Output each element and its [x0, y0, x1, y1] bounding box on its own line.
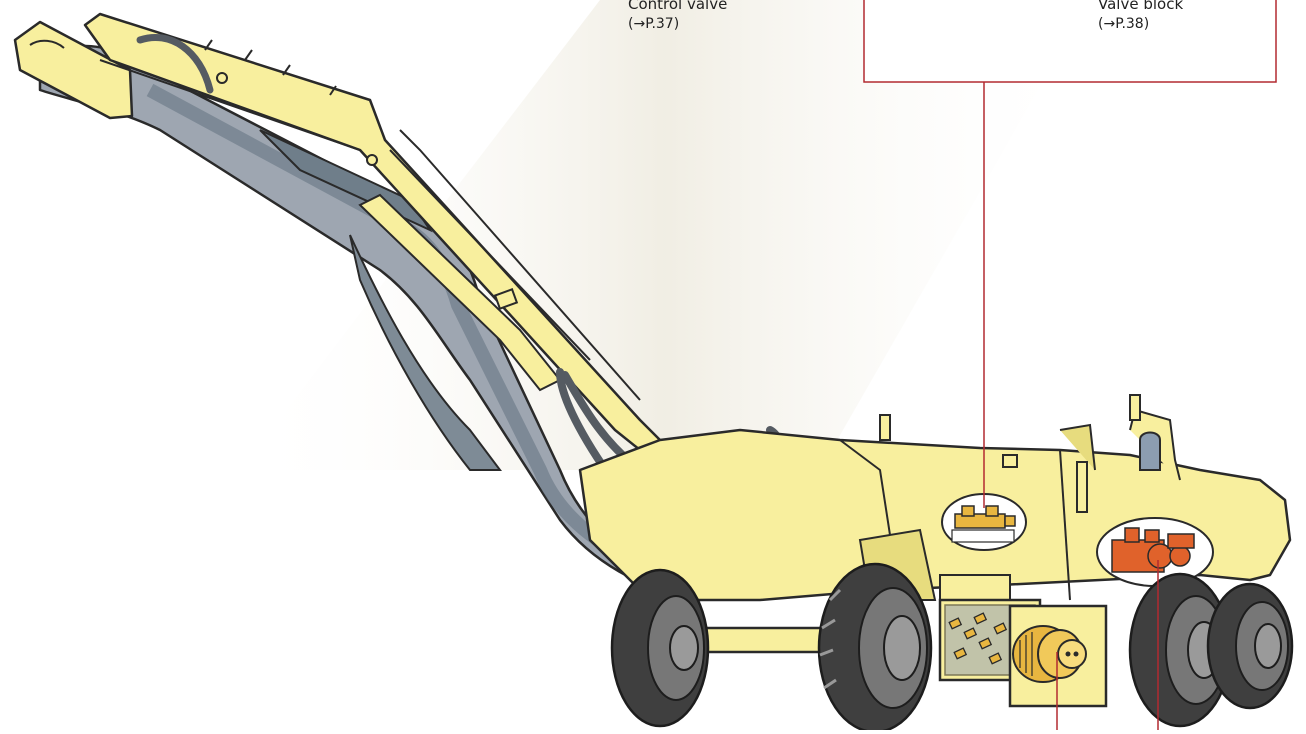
- valve-block-part: [1096, 517, 1214, 587]
- valve-block-page-ref[interactable]: (→P.38): [1098, 16, 1150, 32]
- control-valve-name: Control valve: [628, 0, 728, 13]
- wheel-rear-2: [1206, 582, 1294, 710]
- control-valve-label: Control valve (→P.37): [628, 0, 727, 34]
- callout-box: [863, 0, 1277, 83]
- wheel-front-left: [610, 568, 710, 728]
- valve-block-name: Valve block: [1098, 0, 1184, 13]
- valve-block-label: Valve block (→P.38): [1098, 0, 1183, 34]
- control-valve-part: [941, 493, 1027, 551]
- control-valve-page-ref[interactable]: (→P.37): [628, 16, 680, 32]
- callout-lines: [983, 82, 1159, 730]
- wheel-front-right: [817, 562, 933, 734]
- boom-frame: [13, 12, 662, 452]
- hydraulic-motor-part: [1012, 625, 1087, 683]
